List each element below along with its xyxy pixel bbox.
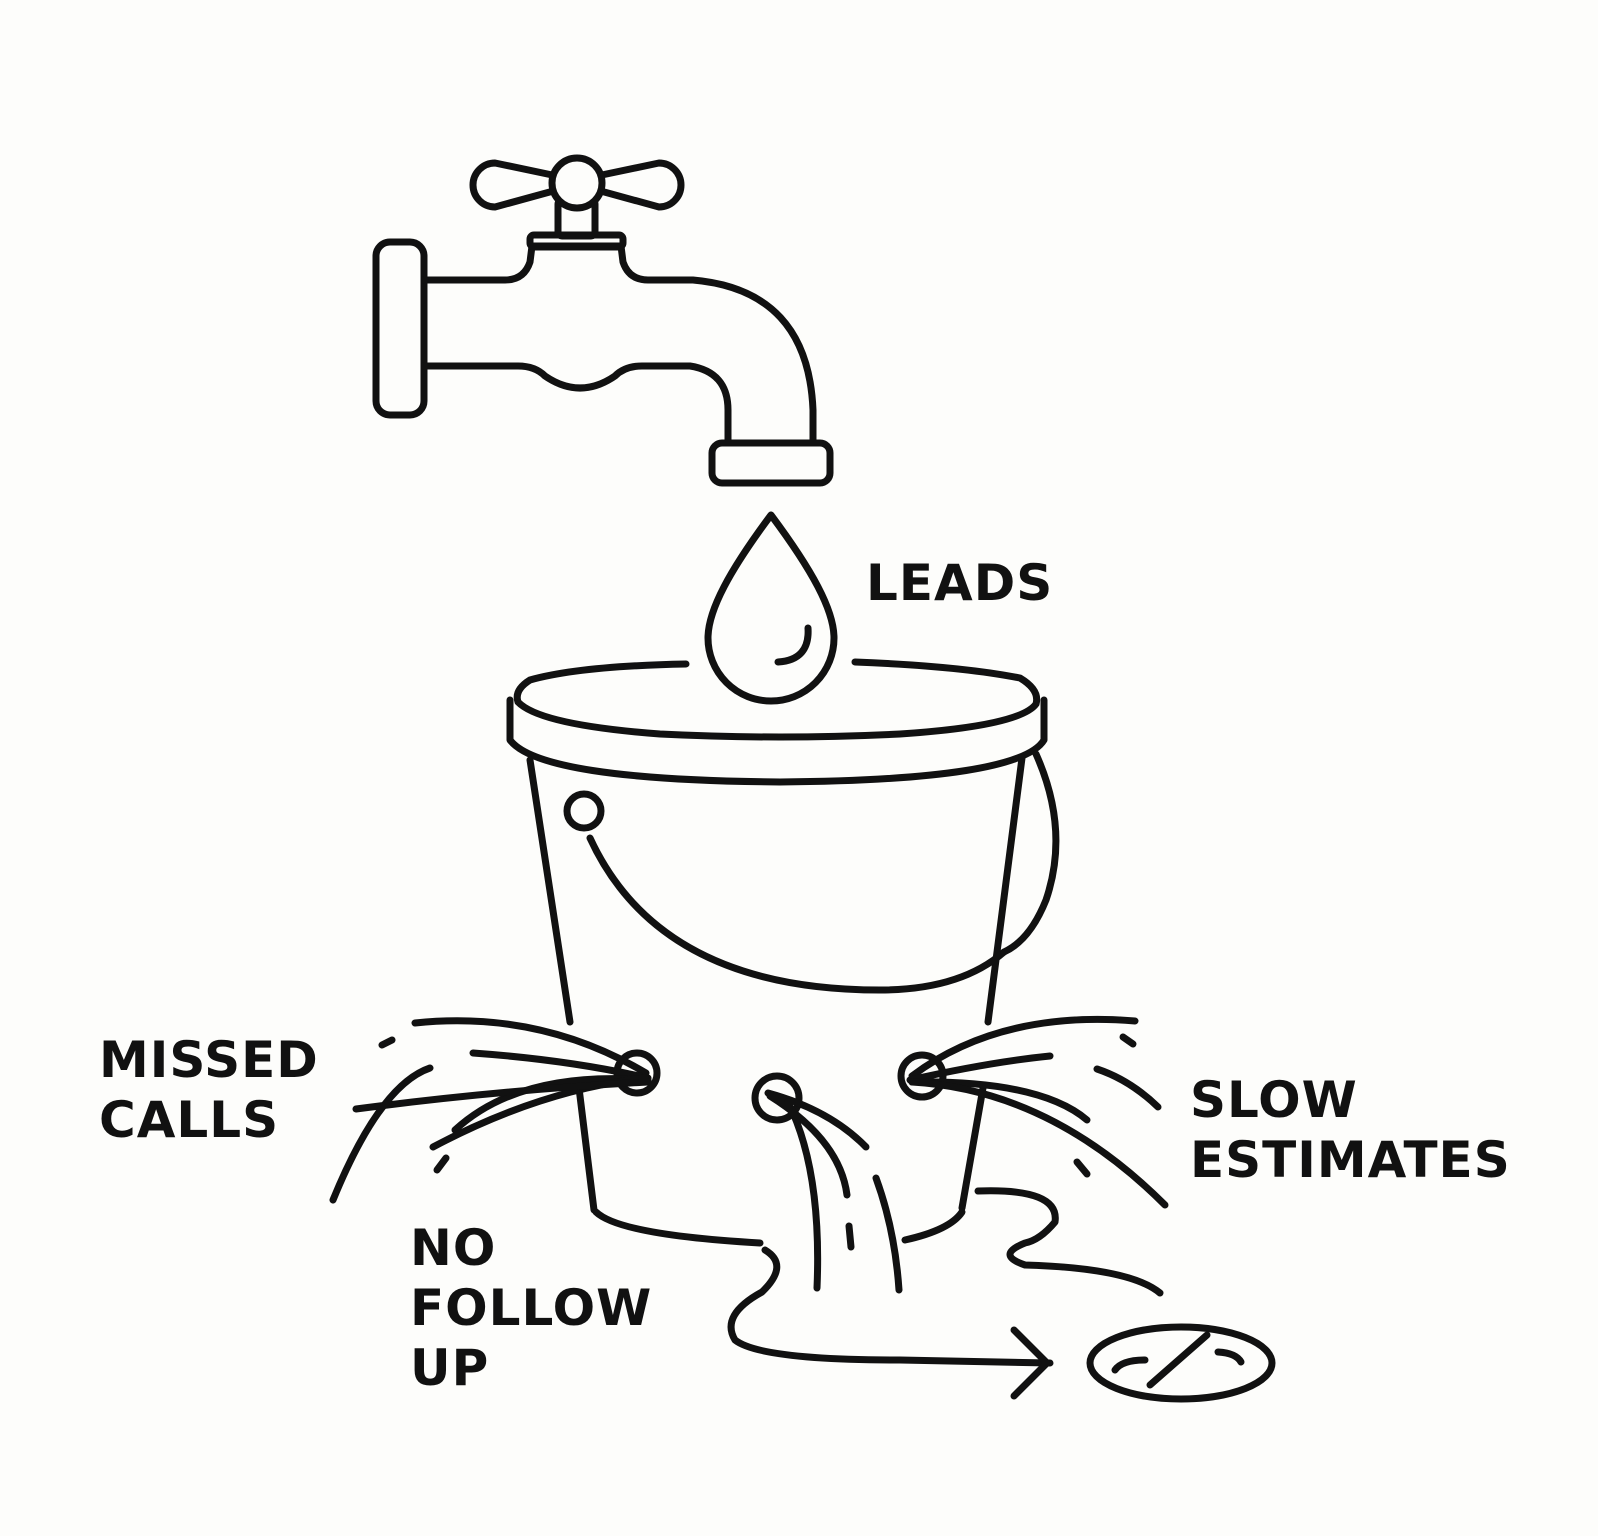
water-drop-icon	[704, 511, 838, 705]
no-follow-up-line-2: FOLLOW	[410, 1279, 653, 1337]
leads-label: LEADS	[866, 553, 1053, 613]
faucet-icon	[372, 154, 834, 487]
slow-estimates-line-2: ESTIMATES	[1190, 1131, 1511, 1189]
bucket-icon	[506, 658, 1060, 1247]
slow-estimates-label: SLOW ESTIMATES	[1190, 1070, 1511, 1190]
missed-calls-label: MISSED CALLS	[99, 1030, 319, 1150]
leads-label-text: LEADS	[866, 554, 1054, 612]
no-follow-up-label: NO FOLLOW UP	[410, 1218, 652, 1398]
missed-calls-line-1: MISSED	[99, 1031, 319, 1089]
missed-calls-line-2: CALLS	[99, 1091, 280, 1149]
center-water-spray	[764, 1089, 903, 1294]
left-water-spray	[329, 1017, 652, 1204]
water-flow-to-drain	[727, 1187, 1164, 1400]
right-water-spray	[906, 1015, 1169, 1209]
slow-estimates-line-1: SLOW	[1190, 1071, 1358, 1129]
no-follow-up-line-1: NO	[410, 1219, 497, 1277]
no-follow-up-line-3: UP	[410, 1339, 490, 1397]
drain-icon	[1086, 1323, 1276, 1403]
center-leak-hole	[751, 1072, 803, 1124]
